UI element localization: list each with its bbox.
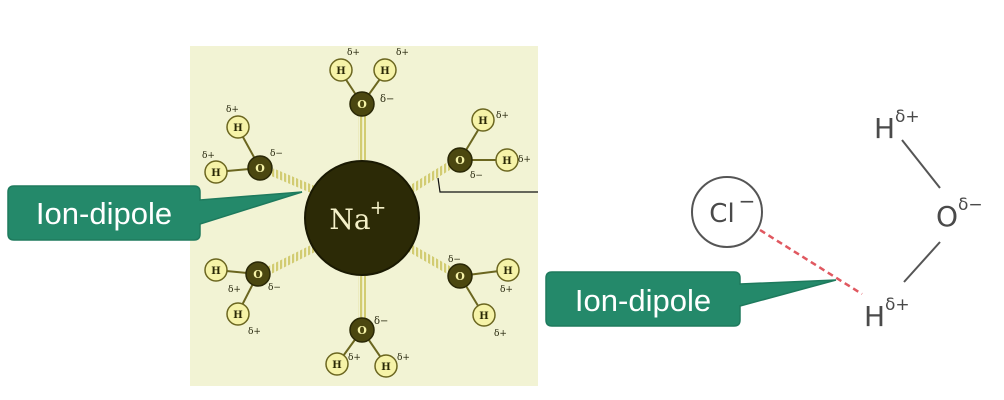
hydrogen-bottom-symbol: H (864, 300, 885, 333)
oxygen-symbol: O (255, 162, 265, 175)
water-molecule-upper-right: O δ− H δ+ H δ+ (447, 108, 531, 181)
hydrogen-atom (374, 354, 398, 378)
water-molecule-bottom: O δ− H δ+ H δ+ (325, 316, 410, 378)
ion-dipole-dashed-bond (759, 228, 863, 296)
hydrogen-top-charge: δ+ (895, 107, 920, 127)
bond-upper-right (407, 160, 455, 194)
oxygen-atom (349, 91, 375, 117)
hydrogen-atom (204, 160, 228, 184)
hydrogen-partial-charge: δ+ (347, 48, 360, 58)
hydrogen-symbol: H (233, 310, 242, 321)
hydrogen-atom (471, 108, 495, 132)
hydrogen-partial-charge: δ+ (397, 353, 410, 363)
oxygen-partial-charge: δ− (374, 316, 388, 327)
sodium-hydration-panel: Na + O δ− H δ+ H δ+ O δ− H δ+ (190, 46, 538, 386)
hydrogen-atom (373, 58, 397, 82)
hydrogen-partial-charge: δ+ (518, 155, 531, 165)
hydrogen-symbol: H (336, 66, 345, 77)
hydrogen-partial-charge: δ+ (500, 285, 513, 295)
hydrogen-partial-charge: δ+ (202, 151, 215, 161)
hydrogen-partial-charge: δ+ (348, 353, 361, 363)
oxygen-atom (447, 263, 473, 289)
water-molecule-lower-left: O δ− H δ+ H δ+ (204, 258, 281, 337)
hydrogen-symbol: H (211, 168, 220, 179)
water-molecule-upper-left: O δ− H δ+ H δ+ (202, 105, 283, 184)
water-molecule-lower-right: O δ− H δ+ H δ+ (447, 255, 520, 339)
callout-left: Ion-dipole (7, 185, 303, 241)
hydrogen-atom (226, 115, 250, 139)
hydrogen-atom (472, 303, 496, 327)
water-molecule-top: O δ− H δ+ H δ+ (329, 48, 409, 117)
hydrogen-partial-charge: δ+ (496, 111, 509, 121)
bond-upper-left (270, 168, 316, 194)
chloride-symbol: Cl (709, 199, 734, 229)
sodium-charge: + (370, 195, 387, 219)
hydrogen-atom (204, 258, 228, 282)
sodium-ion: Na + (304, 160, 420, 276)
oxygen-atom (349, 317, 375, 343)
oxygen-symbol: O (455, 270, 465, 283)
hydrogen-symbol: H (381, 362, 390, 373)
oxygen-partial-charge: δ− (448, 255, 461, 265)
hydrogen-top-symbol: H (874, 112, 895, 145)
bond-lower-left (268, 244, 316, 274)
callout-right-shape (545, 271, 837, 327)
hydrogen-symbol: H (503, 266, 512, 277)
oxygen-atom (447, 147, 473, 173)
sodium-symbol: Na (329, 203, 370, 236)
hydrogen-partial-charge: δ+ (494, 329, 507, 339)
chloride-ion-circle (691, 176, 763, 248)
hydrogen-symbol: H (332, 360, 341, 371)
oxygen-partial-charge: δ− (380, 94, 394, 105)
chloride-water-diagram: Cl − H δ+ O δ− H δ+ (691, 107, 983, 333)
hydrogen-symbol: H (380, 66, 389, 77)
ion-dipole-bonds (268, 112, 455, 325)
hydrogen-symbol: H (211, 266, 220, 277)
hydrogen-bottom-charge: δ+ (885, 295, 910, 315)
oxygen-atom (245, 261, 271, 287)
oxygen-symbol: O (253, 268, 263, 281)
oxygen-symbol-right: O (936, 200, 958, 233)
oxygen-partial-charge: δ− (470, 171, 483, 181)
hydrogen-symbol: H (479, 311, 488, 322)
callout-left-label: Ion-dipole (36, 196, 172, 231)
hydrogen-partial-charge: δ+ (226, 105, 239, 115)
callout-left-shape (7, 185, 303, 241)
hydrogen-partial-charge: δ+ (248, 327, 261, 337)
oxygen-atom (247, 155, 273, 181)
hydrogen-atom (496, 258, 520, 282)
leader-line (437, 177, 538, 193)
hydrogen-atom (325, 352, 349, 376)
oxygen-partial-charge: δ− (268, 283, 281, 293)
chloride-charge: − (739, 189, 756, 213)
sodium-ion-circle (304, 160, 420, 276)
oxygen-charge-right: δ− (958, 195, 983, 215)
oxygen-partial-charge: δ− (270, 149, 283, 159)
oh-bond-top (901, 139, 941, 189)
bond-lower-right (408, 244, 454, 276)
oh-bond-bottom (903, 241, 941, 283)
hydrogen-atom (495, 148, 519, 172)
hydrogen-partial-charge: δ+ (396, 48, 409, 58)
oxygen-symbol: O (357, 98, 367, 111)
hydrogen-symbol: H (502, 156, 511, 167)
hydrogen-partial-charge: δ+ (228, 285, 241, 295)
hydrogen-atom (226, 302, 250, 326)
oxygen-symbol: O (357, 324, 367, 337)
callout-right: Ion-dipole (545, 271, 837, 327)
hydrogen-symbol: H (478, 116, 487, 127)
callout-right-label: Ion-dipole (575, 283, 711, 318)
hydrogen-atom (329, 58, 353, 82)
hydrogen-symbol: H (233, 123, 242, 134)
oxygen-symbol: O (455, 154, 465, 167)
